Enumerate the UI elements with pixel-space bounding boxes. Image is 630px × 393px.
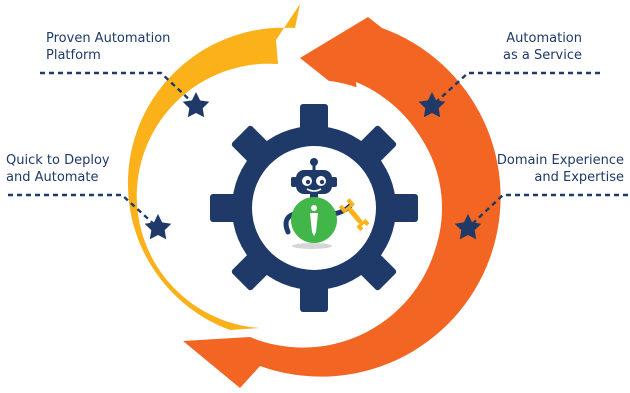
star-icon bbox=[454, 214, 482, 240]
leader-line-proven bbox=[40, 71, 195, 105]
orange-cycle-arrow bbox=[183, 17, 501, 388]
label-line: as a Service bbox=[502, 48, 582, 63]
leader-line-domain bbox=[469, 193, 628, 227]
star-icon bbox=[418, 92, 446, 118]
label-line: Proven Automation bbox=[46, 31, 171, 46]
yellow-cycle-arrow bbox=[127, 4, 301, 330]
star-icon bbox=[144, 214, 172, 240]
leader-line-quick bbox=[8, 193, 157, 227]
label-line: Quick to Deploy bbox=[6, 153, 110, 168]
label-domain-experience: Domain Experience and Expertise bbox=[497, 152, 624, 186]
label-quick-to-deploy: Quick to Deploy and Automate bbox=[6, 152, 110, 186]
label-line: and Expertise bbox=[534, 170, 624, 185]
label-proven-automation-platform: Proven Automation Platform bbox=[46, 30, 170, 64]
label-automation-as-a-service: Automation as a Service bbox=[503, 30, 582, 64]
label-line: Platform bbox=[46, 48, 101, 63]
label-line: and Automate bbox=[6, 170, 99, 185]
robot-icon bbox=[283, 158, 370, 249]
label-line: Automation bbox=[506, 31, 582, 46]
star-icon bbox=[182, 92, 210, 118]
gear-icon bbox=[210, 104, 418, 312]
leader-line-aas bbox=[433, 71, 600, 105]
label-line: Domain Experience bbox=[496, 153, 624, 168]
